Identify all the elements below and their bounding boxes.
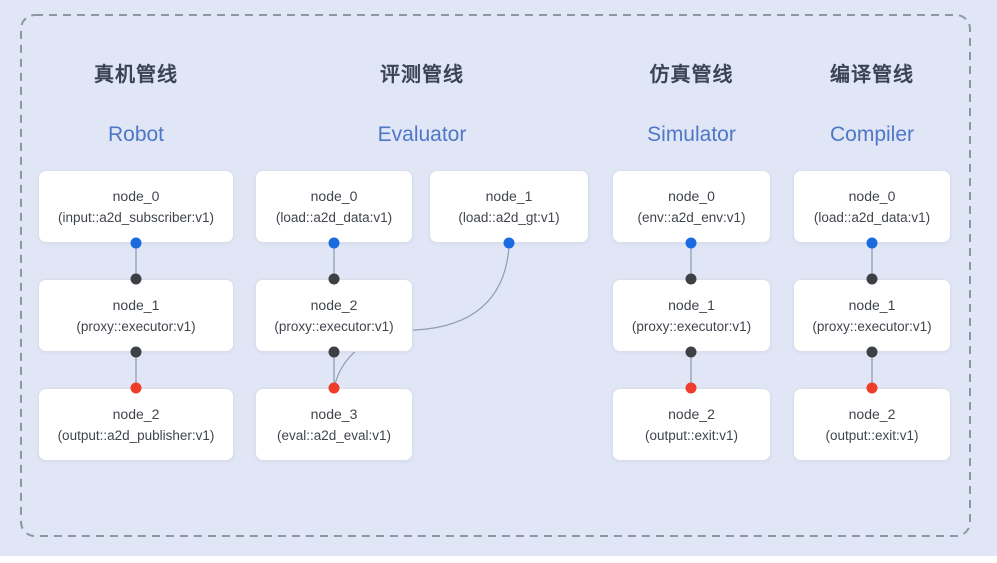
node-type: (proxy::executor:v1) [631, 318, 752, 334]
node-card: node_1 (proxy::executor:v1) [612, 279, 771, 352]
node-type: (proxy::executor:v1) [812, 318, 932, 334]
node-card: node_0 (load::a2d_data:v1) [255, 170, 413, 243]
node-name: node_2 [310, 296, 358, 313]
pipeline-title-zh-robot: 真机管线 [94, 64, 178, 86]
node-name: node_0 [848, 187, 896, 204]
node-card: node_0 (input::a2d_subscriber:v1) [38, 170, 234, 243]
node-name: node_3 [310, 405, 358, 422]
node-card: node_2 (output::exit:v1) [612, 388, 771, 461]
node-card: node_1 (proxy::executor:v1) [793, 279, 951, 352]
node-type: (output::a2d_publisher:v1) [57, 427, 215, 443]
node-name: node_0 [112, 187, 160, 204]
node-name: node_1 [848, 296, 896, 313]
node-type: (env::a2d_env:v1) [637, 209, 746, 225]
pipeline-title-en-simulator: Simulator [647, 123, 736, 146]
node-type: (load::a2d_data:v1) [275, 209, 393, 225]
node-name: node_0 [310, 187, 358, 204]
node-type: (load::a2d_gt:v1) [458, 209, 560, 225]
node-card: node_2 (output::a2d_publisher:v1) [38, 388, 234, 461]
node-type: (eval::a2d_eval:v1) [276, 427, 392, 443]
node-type: (output::exit:v1) [644, 427, 739, 443]
node-name: node_1 [112, 296, 160, 313]
node-type: (output::exit:v1) [825, 427, 919, 443]
node-type: (input::a2d_subscriber:v1) [57, 209, 215, 225]
pipeline-title-zh-compiler: 编译管线 [830, 64, 914, 86]
node-card: node_1 (load::a2d_gt:v1) [429, 170, 589, 243]
pipeline-title-zh-simulator: 仿真管线 [649, 64, 734, 86]
node-name: node_2 [848, 405, 896, 422]
node-card: node_0 (env::a2d_env:v1) [612, 170, 771, 243]
node-name: node_2 [112, 405, 160, 422]
node-card: node_0 (load::a2d_data:v1) [793, 170, 951, 243]
node-card: node_1 (proxy::executor:v1) [38, 279, 234, 352]
pipeline-title-zh-evaluator: 评测管线 [380, 64, 464, 86]
pipeline-title-en-robot: Robot [107, 123, 165, 146]
pipeline-title-en-evaluator: Evaluator [377, 123, 467, 146]
node-name: node_0 [668, 187, 715, 204]
pipeline-title-en-compiler: Compiler [829, 123, 915, 146]
node-card: node_3 (eval::a2d_eval:v1) [255, 388, 413, 461]
node-name: node_2 [668, 405, 715, 422]
node-type: (proxy::executor:v1) [76, 318, 196, 334]
node-card: node_2 (output::exit:v1) [793, 388, 951, 461]
node-type: (load::a2d_data:v1) [813, 209, 931, 225]
node-name: node_1 [668, 296, 715, 313]
node-card: node_2 (proxy::executor:v1) [255, 279, 413, 352]
node-type: (proxy::executor:v1) [274, 318, 394, 334]
node-name: node_1 [485, 187, 533, 204]
